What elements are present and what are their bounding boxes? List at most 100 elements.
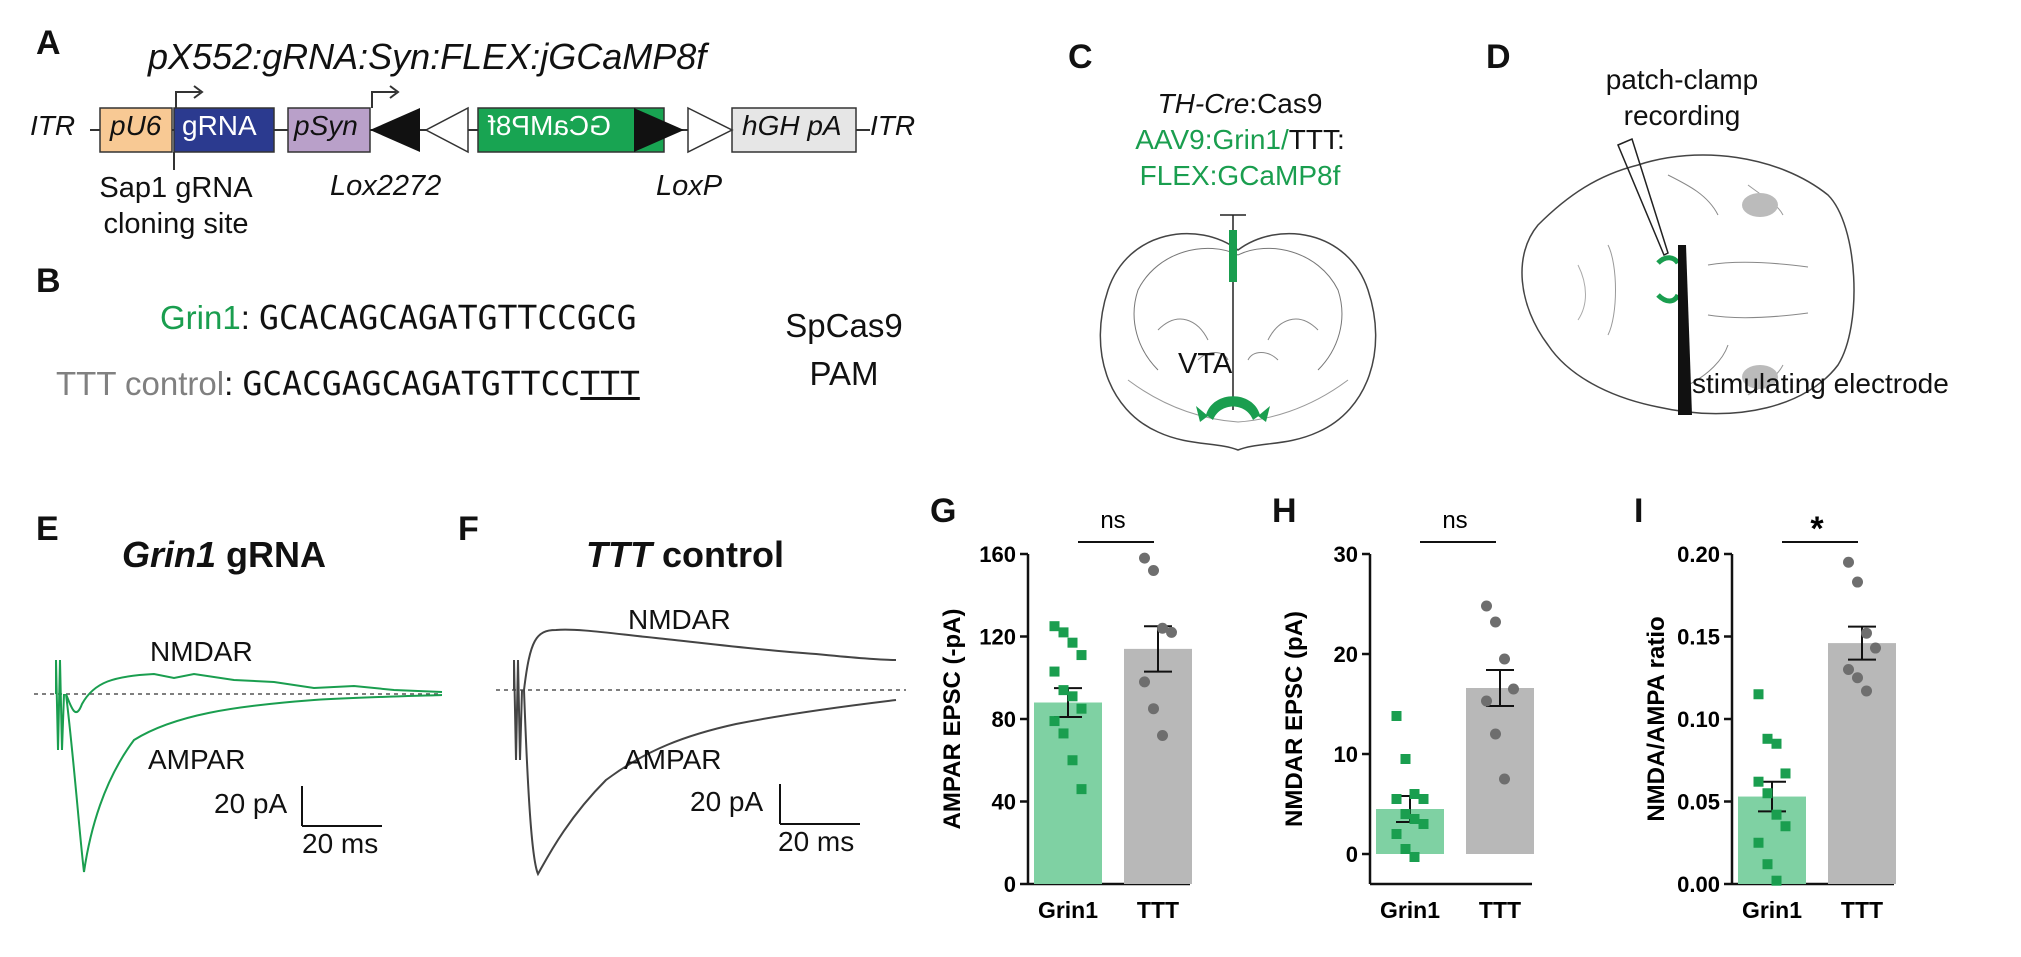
data-point	[1076, 703, 1087, 714]
data-point	[1058, 728, 1069, 739]
y-tick-label: 10	[1334, 742, 1358, 767]
aav-label: AAV9:Grin1/	[1135, 124, 1289, 155]
y-tick-label: 20	[1334, 642, 1358, 667]
y-tick-label: 0.10	[1677, 707, 1720, 732]
ttt-trace	[496, 628, 906, 877]
panel-f-scalebar	[779, 784, 860, 825]
construct-title: pX552:gRNA:Syn:FLEX:jGCaMP8f	[148, 36, 707, 77]
data-point	[1870, 642, 1881, 654]
data-point	[1753, 837, 1764, 848]
significance-label: ns	[1442, 507, 1467, 534]
data-point	[1067, 637, 1078, 648]
data-point	[1049, 621, 1060, 632]
vta-region	[1206, 396, 1260, 420]
sap1-line-1: Sap1 gRNA	[99, 172, 253, 204]
itr-right: ITR	[870, 110, 916, 141]
panel-f-scale-y: 20 pA	[690, 786, 764, 817]
data-point	[1418, 819, 1429, 829]
data-point	[1409, 814, 1420, 824]
y-tick-label: 0	[1004, 872, 1016, 897]
data-point	[1852, 576, 1863, 588]
panel-label-c: C	[1068, 38, 1093, 76]
loxp-site-2	[687, 106, 734, 154]
data-point	[1058, 627, 1069, 638]
pu6-label: pU6	[110, 110, 162, 141]
data-point	[1400, 754, 1411, 764]
panel-f-title-italic: TTT	[586, 534, 652, 575]
y-tick-label: 30	[1334, 542, 1358, 567]
data-point	[1508, 683, 1519, 695]
gcamp-block	[477, 107, 665, 153]
data-point	[1148, 703, 1159, 715]
data-point	[1157, 622, 1168, 634]
data-point	[1409, 852, 1420, 862]
panel-e-nmdar-label: NMDAR	[150, 636, 253, 667]
ttt-guide-pam: TTT	[580, 364, 640, 403]
panel-e-ampar-label: AMPAR	[148, 744, 246, 775]
panel-e-scale-y: 20 pA	[214, 788, 288, 819]
panel-label-f: F	[458, 510, 479, 548]
data-point	[1400, 844, 1411, 854]
bar-ttt	[1466, 688, 1534, 854]
data-point	[1771, 809, 1782, 820]
itr-left: ITR	[30, 110, 76, 141]
data-point	[1391, 794, 1402, 804]
panel-f-nmdar-label: NMDAR	[628, 604, 731, 635]
data-point	[1490, 616, 1501, 628]
data-point	[1391, 829, 1402, 839]
panel-f-scale-x: 20 ms	[778, 826, 855, 857]
pam-label: SpCas9 PAM	[784, 302, 904, 398]
data-point	[1852, 672, 1863, 684]
panel-f-title: TTT control	[586, 534, 784, 576]
panel-f-title-rest: control	[651, 534, 784, 575]
promoter-arrow-u6	[175, 91, 200, 108]
lox2272-site-2	[634, 108, 684, 152]
patch-clamp-label: patch-clamp recording	[1582, 62, 1782, 134]
data-point	[1843, 664, 1854, 675]
y-axis-label: NMDAR EPSC (pA)	[1281, 611, 1308, 827]
loxp-site-1	[424, 106, 469, 154]
ttt-guide-row: TTT control: GCACGAGCAGATGTTCCTTT	[56, 364, 640, 403]
grin1-trace	[34, 659, 443, 873]
panel-e-title: Grin1 gRNA	[122, 534, 326, 576]
data-point	[1780, 768, 1791, 779]
data-point	[1148, 565, 1159, 576]
bar-ttt	[1124, 648, 1192, 884]
grna-block	[173, 107, 275, 153]
stimulating-electrode-label: stimulating electrode	[1692, 368, 1949, 399]
grin1-guide-label: Grin1	[160, 299, 241, 336]
data-point	[1490, 728, 1501, 740]
data-point	[1067, 755, 1078, 766]
grin1-guide-seq: GCACAGCAGATGTTCCGCG	[259, 298, 637, 337]
panel-label-a: A	[36, 24, 61, 62]
loxp-label: LoxP	[656, 170, 723, 202]
panel-label-g: G	[930, 492, 957, 530]
panel-e-scale-x: 20 ms	[302, 828, 379, 859]
data-point	[1058, 685, 1069, 696]
horizontal-slice-diagram	[1521, 137, 1855, 415]
grna-label: gRNA	[182, 110, 257, 141]
data-point	[1139, 552, 1150, 564]
panel-c-injection-text: TH-Cre:Cas9 AAV9:Grin1/TTT: FLEX:GCaMP8f	[1120, 86, 1360, 194]
data-point	[1157, 730, 1168, 741]
data-point	[1762, 788, 1773, 799]
significance-label: ns	[1100, 507, 1125, 534]
cas9-label: :Cas9	[1249, 88, 1323, 119]
y-tick-label: 0	[1346, 842, 1358, 867]
significance-label: *	[1810, 510, 1824, 548]
data-point	[1076, 650, 1087, 661]
patch-line-1: patch-clamp	[1605, 64, 1759, 95]
panel-e-title-rest: gRNA	[216, 534, 327, 575]
data-point	[1481, 695, 1492, 707]
panel-e-title-italic: Grin1	[122, 534, 217, 575]
data-point	[1843, 556, 1854, 568]
data-point	[1139, 676, 1150, 688]
ttt-label: TTT:	[1288, 124, 1345, 155]
data-point	[1409, 789, 1420, 799]
data-point	[1861, 685, 1872, 697]
data-point	[1481, 600, 1492, 612]
data-point	[1418, 794, 1429, 804]
data-point	[1762, 733, 1773, 744]
